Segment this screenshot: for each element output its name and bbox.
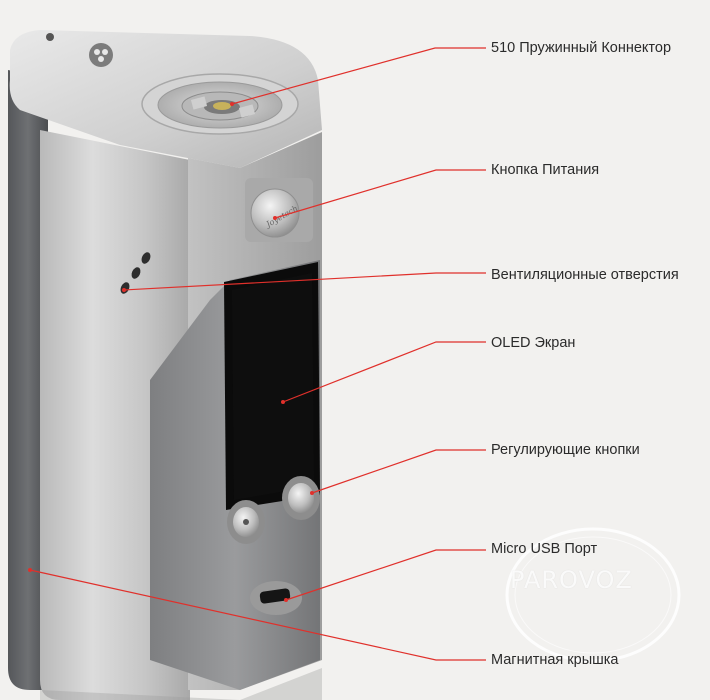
label-510-connector: 510 Пружинный Коннектор xyxy=(491,40,672,56)
label-power-button: Кнопка Питания xyxy=(491,162,600,178)
label-vent-holes: Вентиляционные отверстия xyxy=(491,267,679,283)
label-micro-usb-port: Micro USB Порт xyxy=(491,541,598,557)
leader-line-oled xyxy=(282,341,486,403)
label-oled-screen: OLED Экран xyxy=(491,335,576,351)
power-button: Joyetech xyxy=(245,178,313,242)
leader-line-usb xyxy=(285,549,486,601)
adjust-buttons xyxy=(227,476,320,544)
watermark-text: PAROVOZ xyxy=(510,566,633,594)
leader-line-adjust xyxy=(311,449,486,494)
leader-line-vents xyxy=(123,272,486,291)
leader-line-connector xyxy=(231,47,486,105)
label-adjust-buttons: Регулирующие кнопки xyxy=(491,442,640,458)
brand-logo xyxy=(89,43,113,67)
leader-lines xyxy=(28,47,486,661)
leader-line-cover xyxy=(29,569,486,661)
leader-line-power xyxy=(274,169,486,219)
connector-510 xyxy=(141,73,299,135)
label-magnetic-cover: Магнитная крышка xyxy=(491,652,619,668)
micro-usb-port xyxy=(250,581,302,615)
left-side-panel xyxy=(8,70,48,690)
